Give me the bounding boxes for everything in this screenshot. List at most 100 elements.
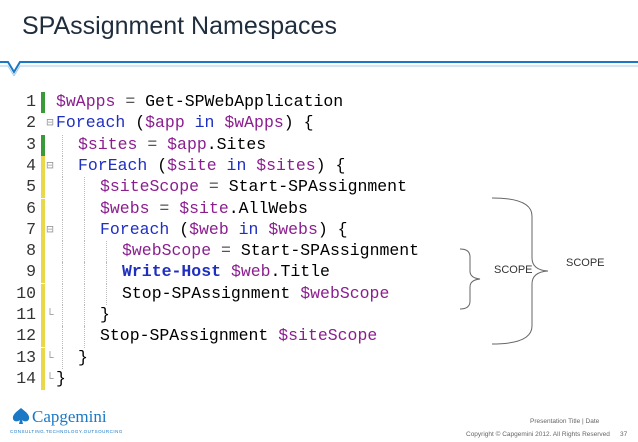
fold-toggle-icon[interactable]: ⊟ [46,116,54,131]
indent-guide [62,347,63,369]
code-token: Foreach [56,113,126,133]
code-line: 11 └} [0,305,470,327]
capgemini-spade-icon [12,408,30,424]
indent-guide [84,198,85,220]
indent-guide [62,326,63,348]
code-text[interactable]: $webs = $site.AllWebs [100,199,308,218]
change-marker [41,134,45,156]
indent-guide [62,134,63,156]
indent-guide [106,283,107,305]
line-number: 9 [26,262,36,282]
page-title: SPAssignment Namespaces [22,12,337,40]
code-token: $webs [268,219,318,239]
copyright-text: Copyright © Capgemini 2012. All Rights R… [466,431,610,438]
line-number: 5 [26,177,36,197]
code-token: } [78,347,88,367]
code-token: ( [125,113,146,133]
code-text[interactable]: Foreach ($web in $webs) { [100,220,348,239]
code-token: } [56,368,66,388]
presentation-title-date: Presentation Title | Date [530,418,600,425]
code-token: $sites [256,155,316,175]
code-text[interactable]: } [100,305,110,324]
fold-toggle-icon[interactable]: ⊟ [46,222,54,237]
code-token: ) { [315,155,346,175]
code-line: 13└} [0,347,470,369]
code-token: .AllWebs [228,198,308,218]
change-marker [41,198,45,220]
code-token: $siteScope [278,326,378,346]
code-token: .Sites [206,134,267,154]
line-number: 8 [26,241,36,261]
code-line: 8 $webScope = Start-SPAssignment [0,241,470,263]
code-text[interactable]: Foreach ($app in $wApps) { [56,113,313,132]
code-line: 3 $sites = $app.Sites [0,134,470,156]
line-number: 3 [26,134,36,154]
code-token: ) { [317,219,348,239]
code-text[interactable]: $wApps = Get-SPWebApplication [56,92,343,111]
code-token: ) { [283,113,314,133]
change-marker [41,155,45,177]
code-token: = [149,198,180,218]
code-text[interactable]: ForEach ($site in $sites) { [78,156,345,175]
code-token: $wApps [224,113,284,133]
code-line: 1$wApps = Get-SPWebApplication [0,92,470,113]
code-token: $webs [100,198,150,218]
code-text[interactable]: Write-Host $web.Title [122,262,330,281]
change-marker [41,305,45,326]
code-token: .Title [270,262,330,282]
indent-guide [84,177,85,199]
fold-toggle-icon[interactable]: └ [46,308,54,322]
indent-guide [106,241,107,263]
change-marker [41,241,45,263]
code-token: $app [145,113,185,133]
change-marker [41,262,45,284]
inner-scope-bracket [460,248,481,310]
indent-guide [84,326,85,348]
change-marker [41,326,45,348]
indent-guide [62,305,63,327]
code-token: Foreach [100,219,170,239]
change-marker [41,92,45,113]
change-marker [41,368,45,390]
line-number: 11 [16,305,36,324]
code-text[interactable]: $webScope = Start-SPAssignment [122,241,419,260]
code-token [290,284,300,303]
code-text[interactable]: $sites = $app.Sites [78,135,266,154]
code-text[interactable]: Stop-SPAssignment $webScope [122,284,389,303]
line-number: 4 [26,155,36,175]
code-line: 2⊟Foreach ($app in $wApps) { [0,113,470,134]
fold-toggle-icon[interactable]: └ [46,371,54,386]
code-text[interactable]: } [56,369,66,388]
code-line: 9 Write-Host $web.Title [0,262,470,284]
fold-toggle-icon[interactable]: ⊟ [46,158,54,173]
change-marker [41,177,45,199]
code-token: $app [167,134,207,154]
code-token [268,326,278,345]
code-token: $web [189,219,229,239]
code-text[interactable]: $siteScope = Start-SPAssignment [100,177,407,196]
line-number: 10 [16,283,36,303]
code-token: Start-SPAssignment [240,241,420,261]
code-token: $sites [78,134,138,154]
code-token: $site [167,155,217,175]
change-marker [41,347,45,369]
code-token: } [100,305,110,324]
code-line: 6$webs = $site.AllWebs [0,198,470,220]
code-token: Stop-SPAssignment [122,283,291,303]
code-line: 14└} [0,368,470,390]
code-token: = [115,92,146,111]
fold-toggle-icon[interactable]: └ [46,350,54,365]
indent-guide [62,262,63,284]
indent-guide [62,283,63,305]
code-text[interactable]: Stop-SPAssignment $siteScope [100,326,377,345]
code-token: $siteScope [100,177,200,197]
code-token: $wApps [56,92,116,111]
code-token: = [137,134,168,154]
code-text[interactable]: } [78,348,88,367]
line-number: 7 [26,219,36,239]
code-token: = [211,241,241,261]
indent-guide [62,177,63,199]
code-token: ( [169,219,190,239]
